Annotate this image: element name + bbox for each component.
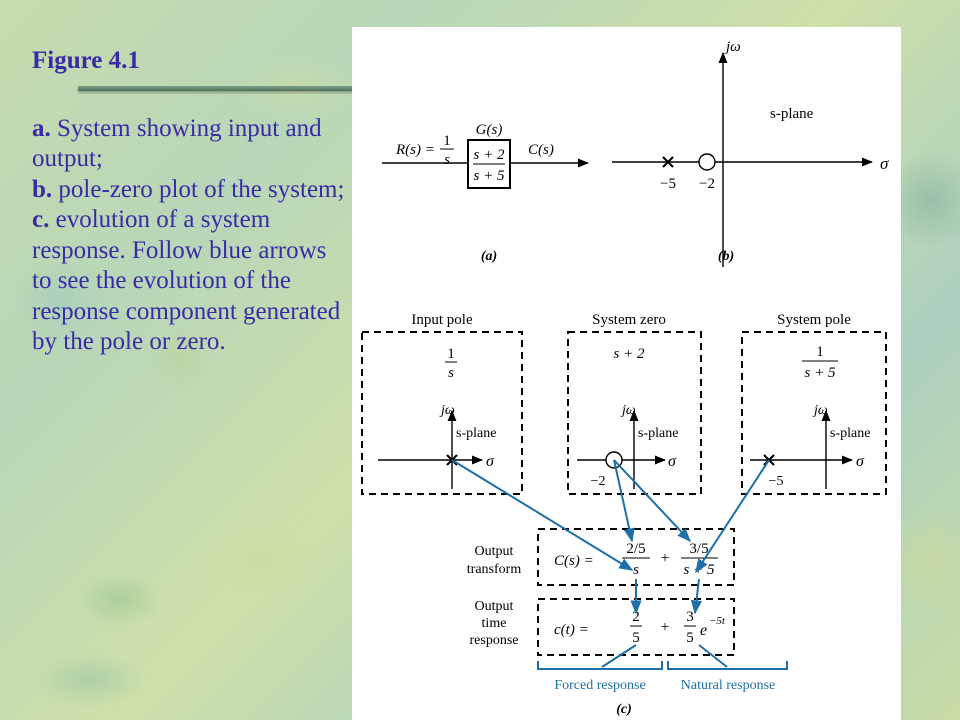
part-b-label: b.	[32, 175, 53, 203]
tf-numerator: s + 2	[474, 147, 505, 163]
input-pole-box: Input pole 1 s jω s-plane σ	[361, 312, 523, 495]
transfer-name: G(s)	[476, 122, 503, 138]
term1-time-num: 2	[632, 609, 640, 625]
arrow-pole-to-term2	[695, 459, 770, 574]
sigma-label: σ	[880, 154, 889, 173]
arrow-term1-to-forced	[601, 644, 637, 668]
system-zero-value: −2	[591, 474, 606, 489]
caption-part-b: b. pole-zero plot of the system;	[32, 175, 352, 206]
system-pole-sigma: σ	[856, 453, 865, 470]
caption-part-c: c. evolution of a system response. Follo…	[32, 205, 352, 358]
caption-part-a: a. System showing input and output;	[32, 114, 352, 175]
output-time-label-1: Output	[475, 599, 514, 614]
pole-marker-x	[662, 156, 674, 168]
figure-caption: Figure 4.1 a. System showing input and o…	[32, 46, 352, 358]
figure-panel: R(s) = 1 s G(s) s + 2 s + 5 C(s) (a) jω …	[352, 27, 901, 720]
output-time-label-3: response	[470, 633, 519, 648]
panel-b-label: (b)	[718, 249, 734, 264]
system-pole-jw: jω	[812, 403, 828, 418]
output-label: C(s)	[528, 142, 554, 158]
natural-response-label: Natural response	[681, 678, 775, 693]
input-numerator: 1	[443, 133, 451, 149]
part-c-label: c.	[32, 206, 50, 233]
output-transform-label-2: transform	[467, 562, 522, 577]
arrow-zero-to-term2	[613, 459, 691, 543]
term1-time-den: 5	[632, 630, 640, 646]
title-underline	[78, 86, 360, 91]
output-transform-label-1: Output	[475, 544, 514, 559]
jw-label: jω	[724, 39, 741, 55]
input-denominator: s	[444, 152, 450, 168]
output-time-lhs: c(t) =	[554, 622, 589, 638]
input-pole-jw: jω	[439, 403, 455, 418]
output-time-row: Output time response c(t) = 2 5 + 3 5 e …	[470, 598, 735, 656]
part-a-text: System showing input and output;	[32, 114, 322, 173]
system-pole-den: s + 5	[805, 365, 836, 381]
term1-transform-den: s	[633, 562, 639, 578]
arrow-input-pole-to-term1	[451, 459, 634, 571]
system-zero-frame	[567, 331, 702, 495]
panel-a-label: (a)	[481, 249, 497, 264]
part-b-text: pole-zero plot of the system;	[52, 175, 345, 203]
s-plane-label: s-plane	[770, 106, 814, 122]
zero-marker-circle	[698, 153, 716, 171]
arrow-zero-to-term1	[613, 459, 635, 543]
forced-response-label: Forced response	[554, 678, 645, 693]
term2-transform-den: s + 5	[684, 562, 715, 578]
term2-time-num: 3	[686, 609, 694, 625]
term2-time-den: 5	[686, 630, 694, 646]
block-diagram: R(s) = 1 s G(s) s + 2 s + 5 C(s) (a)	[382, 122, 590, 264]
input-pole-frame	[361, 331, 523, 495]
term1-transform-num: 2/5	[626, 541, 645, 557]
system-pole-value: −5	[769, 474, 784, 489]
pole-value: −5	[660, 176, 676, 192]
term2-exponent: −5t	[709, 615, 726, 627]
pole-zero-plot: jω σ s-plane −5 −2 (b)	[612, 39, 889, 267]
output-time-label-2: time	[482, 616, 507, 631]
system-pole-num: 1	[816, 344, 824, 360]
input-pole-title: Input pole	[411, 312, 473, 328]
output-transform-lhs: C(s) =	[554, 553, 594, 569]
input-pole-num: 1	[447, 346, 455, 362]
tf-denominator: s + 5	[474, 168, 505, 184]
time-plus: +	[660, 619, 669, 636]
system-zero-plane: s-plane	[638, 426, 678, 441]
evolution-arrows	[451, 459, 770, 668]
transform-plus: +	[660, 550, 669, 567]
figure-label: Figure 4.1	[32, 47, 140, 74]
response-brackets: Forced response Natural response (c)	[537, 661, 788, 717]
arrow-term2-to-natural	[698, 644, 728, 668]
system-zero-sigma: σ	[668, 453, 677, 470]
input-label: R(s) =	[395, 142, 435, 158]
forced-bracket	[537, 661, 663, 670]
zero-value: −2	[699, 176, 715, 192]
input-pole-sigma: σ	[486, 453, 495, 470]
natural-bracket	[667, 661, 788, 670]
system-pole-title: System pole	[777, 312, 851, 328]
system-pole-plane: s-plane	[830, 426, 870, 441]
input-pole-den: s	[448, 365, 454, 381]
system-zero-jw: jω	[620, 403, 636, 418]
arrow-term2-down	[690, 578, 703, 615]
output-transform-row: Output transform C(s) = 2/5 s + 3/5 s + …	[467, 528, 735, 586]
system-zero-box: System zero s + 2 jω s-plane σ −2	[567, 312, 702, 495]
system-zero-title: System zero	[592, 312, 666, 328]
system-pole-box: System pole 1 s + 5 jω s-plane σ −5	[741, 312, 887, 495]
panel-c-label: (c)	[616, 702, 632, 717]
system-pole-frame	[741, 331, 887, 495]
input-pole-plane: s-plane	[456, 426, 496, 441]
system-zero-expr: s + 2	[614, 346, 645, 362]
figure-svg: R(s) = 1 s G(s) s + 2 s + 5 C(s) (a) jω …	[361, 39, 889, 717]
term2-exp-base: e	[700, 622, 707, 639]
term2-transform-num: 3/5	[689, 541, 708, 557]
part-c-text: evolution of a system response. Follow b…	[32, 206, 341, 355]
part-a-label: a.	[32, 114, 51, 142]
